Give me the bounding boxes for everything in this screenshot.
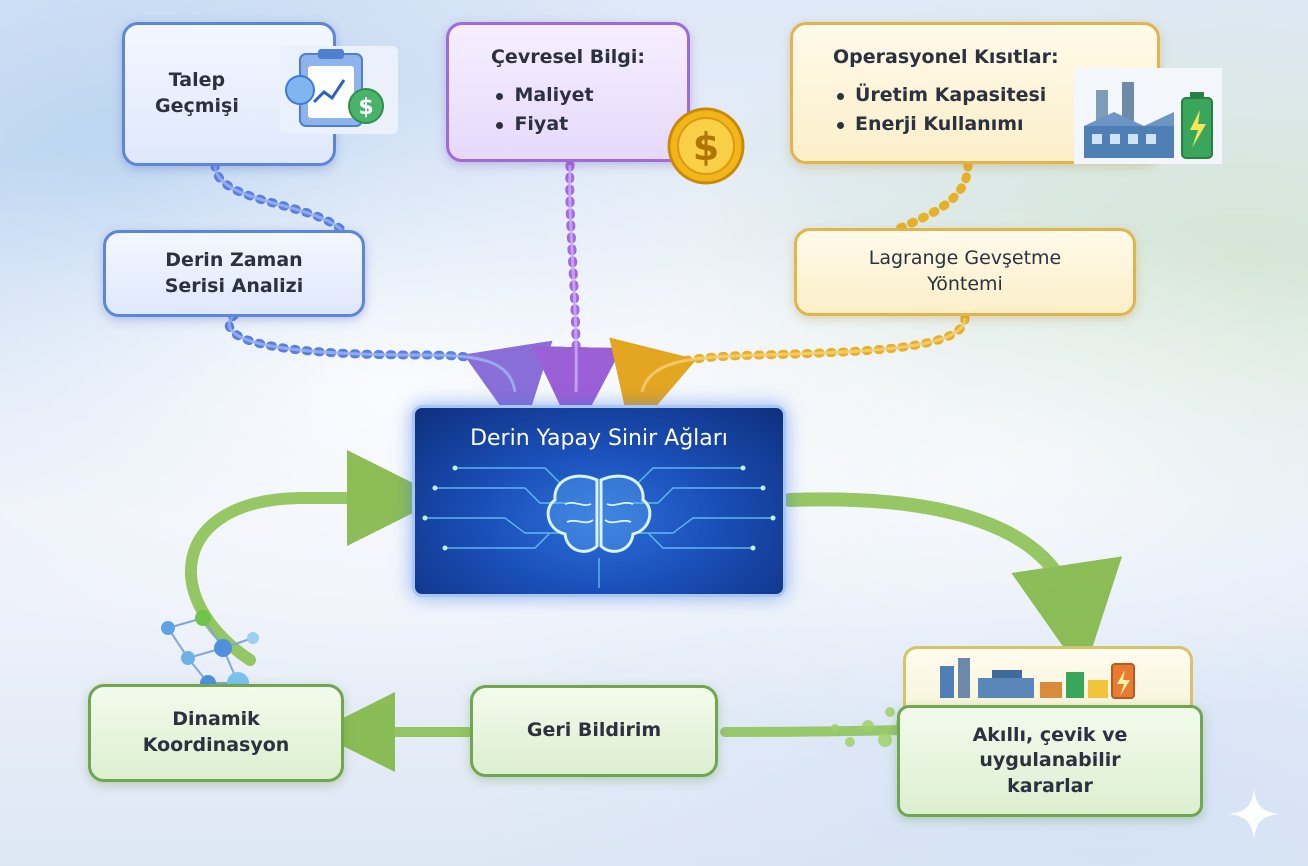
talep-gecmisi-line2: Geçmişi <box>155 95 239 117</box>
sparkle-icon <box>1228 788 1280 840</box>
kararlar-box: Akıllı, çevik ve uygulanabilir kararlar <box>897 705 1203 817</box>
dinamik-line2: Koordinasyon <box>142 734 290 756</box>
kararlar-line2: uygulanabilir <box>979 749 1121 772</box>
cevresel-bilgi-item: Maliyet <box>492 83 594 109</box>
talep-gecmisi-line1: Talep <box>168 69 226 92</box>
dinamik-line1: Dinamik <box>172 708 260 731</box>
lagrange-box: Lagrange Gevşetme Yöntemi <box>794 228 1136 316</box>
svg-text:$: $ <box>693 125 719 169</box>
lagrange-line2: Yöntemi <box>927 273 1003 295</box>
factory-products-icon <box>940 658 1135 699</box>
operasyonel-item: Enerji Kullanımı <box>833 112 1046 138</box>
clipboard-chart-icon: $ <box>280 46 398 134</box>
green-connector-loop <box>185 450 443 666</box>
central-title: Derin Yapay Sinir Ağları <box>470 426 728 451</box>
dinamik-koordinasyon-box: Dinamik Koordinasyon <box>88 684 344 782</box>
derin-zaman-line2: Serisi Analizi <box>164 274 304 297</box>
geri-bildirim-label: Geri Bildirim <box>526 719 662 742</box>
derin-zaman-line1: Derin Zaman <box>165 248 303 271</box>
cevresel-bilgi-item: Fiyat <box>492 112 593 138</box>
cevresel-bilgi-box: Çevresel Bilgi: Maliyet Fiyat <box>446 22 690 162</box>
dollar-coin-icon: $ <box>667 107 745 185</box>
network-molecule-icon <box>161 610 259 694</box>
cevresel-bilgi-title: Çevresel Bilgi: <box>490 46 645 68</box>
kararlar-line1: Akıllı, çevik ve <box>972 723 1128 746</box>
geri-bildirim-box: Geri Bildirim <box>470 685 718 777</box>
svg-text:$: $ <box>358 95 373 120</box>
lagrange-line1: Lagrange Gevşetme <box>868 247 1062 270</box>
derin-yapay-sinir-aglari-box: Derin Yapay Sinir Ağları <box>412 405 786 597</box>
derin-zaman-box: Derin Zaman Serisi Analizi <box>103 230 365 317</box>
green-connector-out <box>783 492 1122 676</box>
brain-icon <box>422 465 776 588</box>
operasyonel-list: Üretim Kapasitesi Enerji Kullanımı <box>833 79 1046 142</box>
cevresel-bilgi-list: Maliyet Fiyat <box>492 79 594 142</box>
operasyonel-title: Operasyonel Kısıtlar: <box>833 46 1059 68</box>
operasyonel-item: Üretim Kapasitesi <box>833 83 1046 109</box>
kararlar-line3: kararlar <box>1007 774 1093 797</box>
factory-battery-icon <box>1074 68 1222 164</box>
green-connector-feedback <box>720 725 905 737</box>
